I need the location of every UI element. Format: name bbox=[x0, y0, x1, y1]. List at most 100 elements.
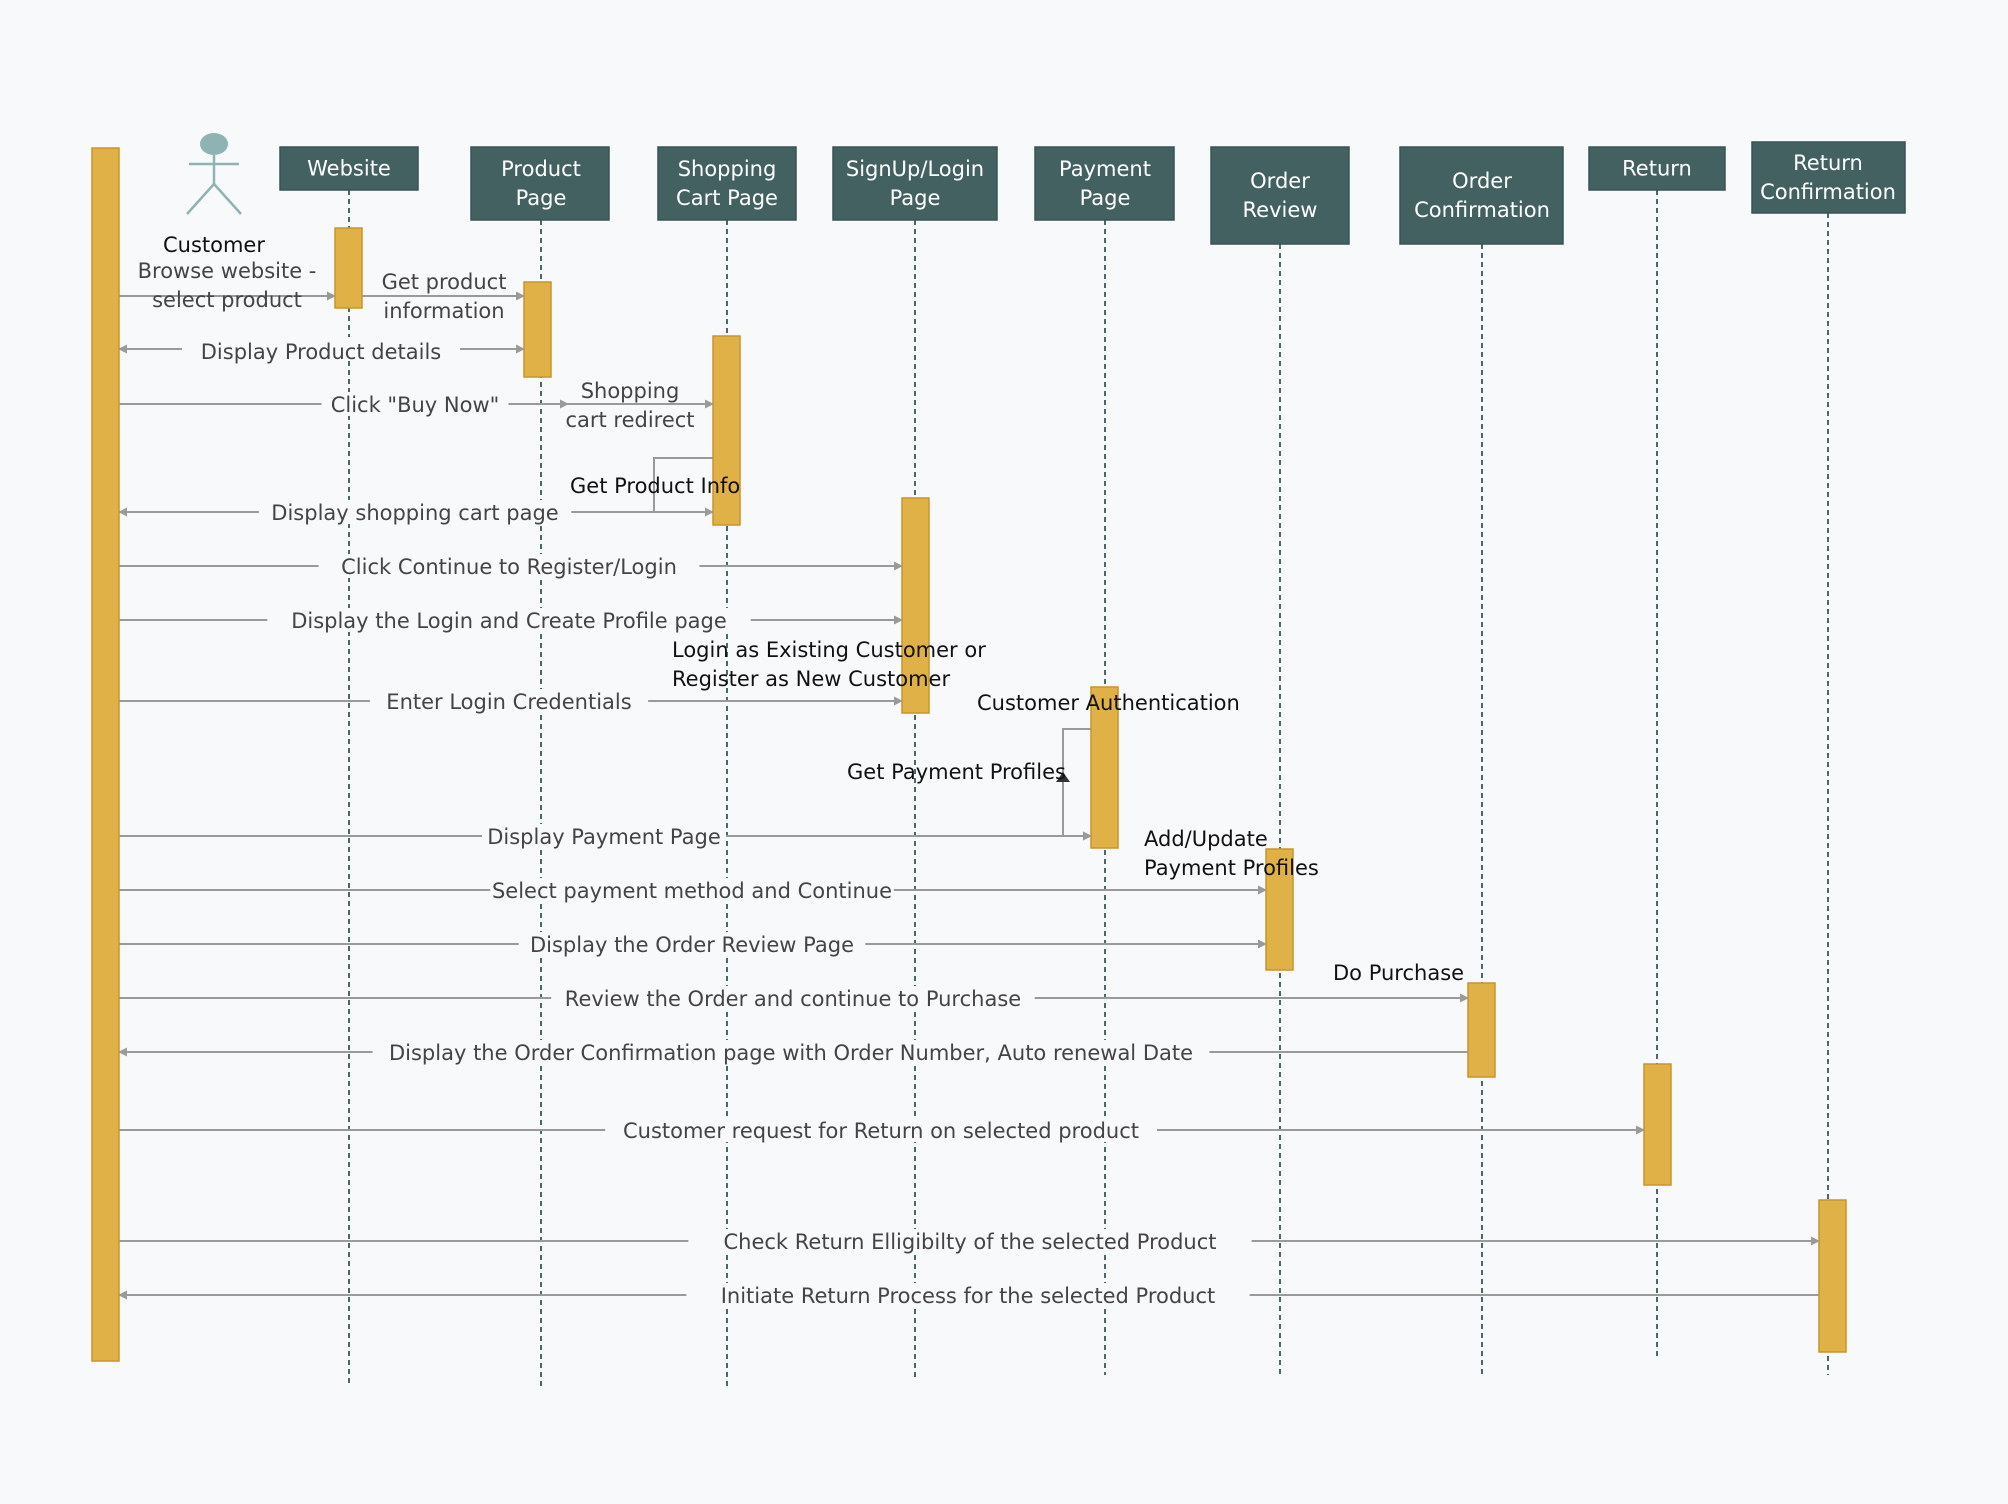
message-8: Display the Login and Create Profile pag… bbox=[119, 608, 903, 633]
message-label: Enter Login Credentials bbox=[386, 690, 631, 714]
message-4: Click "Buy Now" bbox=[119, 392, 569, 417]
note-1-line: Get Product Info bbox=[570, 474, 740, 498]
message-3: Display Product details bbox=[118, 337, 525, 364]
message-15: Customer request for Return on selected … bbox=[119, 1118, 1645, 1143]
message-label-line: cart redirect bbox=[565, 408, 694, 432]
stick-figure-icon bbox=[186, 133, 242, 215]
activation-bar-signup-login-page bbox=[901, 497, 930, 714]
message-label: Display the Order Review Page bbox=[530, 933, 854, 957]
message-11: Select payment method and Continue bbox=[119, 878, 1267, 903]
message-label: Display Payment Page bbox=[487, 825, 721, 849]
message-9: Enter Login Credentials bbox=[119, 689, 903, 714]
note-3-line: Customer Authentication bbox=[977, 691, 1240, 715]
message-6: Display shopping cart page bbox=[118, 500, 713, 525]
lifeline-header-label-line: Shopping bbox=[678, 157, 777, 181]
lifeline-header-box bbox=[1210, 146, 1350, 245]
activation-bar-order-confirmation bbox=[1467, 982, 1496, 1078]
lifeline-header-label-line: Return bbox=[1622, 157, 1692, 181]
lifeline-header-box bbox=[1751, 141, 1906, 214]
activation-bar-shopping-cart-page bbox=[712, 335, 741, 526]
note-5-line: Add/Update bbox=[1144, 827, 1268, 851]
actor-right-leg bbox=[213, 183, 242, 215]
message-label-line: Review the Order and continue to Purchas… bbox=[565, 987, 1021, 1011]
lifeline-header-return: Return bbox=[1588, 146, 1726, 191]
message-1: Browse website - select product bbox=[119, 259, 336, 312]
message-label-gap bbox=[369, 689, 649, 713]
message-label: Display Product details bbox=[201, 340, 441, 364]
lifeline-header-label-line: Order bbox=[1452, 169, 1512, 193]
message-label-line: Get product bbox=[382, 270, 507, 294]
message-label-gap bbox=[688, 1229, 1252, 1253]
note-4-line: Get Payment Profiles bbox=[847, 760, 1066, 784]
message-label-line: Customer request for Return on selected … bbox=[623, 1119, 1139, 1143]
note-1: Get Product Info bbox=[570, 474, 740, 498]
message-label-gap bbox=[181, 337, 461, 361]
lifeline-header-box bbox=[279, 146, 419, 191]
actor-name: Customer bbox=[163, 233, 265, 257]
message-label-gap bbox=[551, 986, 1035, 1010]
note-4: Get Payment Profiles bbox=[847, 760, 1066, 784]
lifeline-header-label-line: Return bbox=[1793, 151, 1863, 175]
message-label-line: Browse website - bbox=[138, 259, 317, 283]
message-label-line: Display the Order Review Page bbox=[530, 933, 854, 957]
customer-actor: Customer bbox=[163, 133, 265, 257]
message-label-gap bbox=[490, 878, 894, 902]
note-2-line: Register as New Customer bbox=[672, 667, 950, 691]
activation-bar-product-page bbox=[523, 281, 552, 378]
message-label-line: information bbox=[383, 299, 504, 323]
messages: Browse website - select product Get produc… bbox=[118, 259, 1820, 1308]
message-10: Display Payment Page bbox=[119, 824, 1092, 849]
lifeline-header-label: Website bbox=[307, 157, 391, 181]
message-label-line: Display Product details bbox=[201, 340, 441, 364]
actor-left-leg bbox=[186, 183, 215, 215]
self-call-get-product-info bbox=[653, 457, 714, 517]
message-label: Display shopping cart page bbox=[271, 501, 558, 525]
activation-bar-payment-page bbox=[1090, 686, 1119, 849]
message-label-line: select product bbox=[152, 288, 302, 312]
lifeline-header-label-line: SignUp/Login bbox=[846, 157, 984, 181]
message-label: Get product information bbox=[382, 270, 507, 323]
message-label-line: Enter Login Credentials bbox=[386, 690, 631, 714]
message-label-line: Initiate Return Process for the selected… bbox=[721, 1284, 1216, 1308]
lifeline-header-label-line: Order bbox=[1250, 169, 1310, 193]
message-label-line: Shopping bbox=[581, 379, 680, 403]
message-label-gap bbox=[482, 824, 726, 848]
lifeline-header-box bbox=[832, 146, 998, 221]
message-label-gap bbox=[267, 608, 751, 632]
message-label: Select payment method and Continue bbox=[492, 879, 892, 903]
message-label-gap bbox=[605, 1118, 1157, 1142]
activation-bar-order-review bbox=[1265, 848, 1294, 971]
get-payment-profiles-arrowhead bbox=[1056, 772, 1070, 782]
note-2: Login as Existing Customer or Register as… bbox=[672, 638, 986, 691]
lifeline-header-website: Website bbox=[279, 146, 419, 191]
message-label-line: Display shopping cart page bbox=[271, 501, 558, 525]
note-3: Customer Authentication bbox=[977, 691, 1240, 715]
message-label: Review the Order and continue to Purchas… bbox=[565, 987, 1021, 1011]
message-label: Customer request for Return on selected … bbox=[623, 1119, 1139, 1143]
lifeline-header-box bbox=[1399, 146, 1564, 245]
message-7: Click Continue to Register/Login bbox=[119, 554, 903, 579]
note-2-line: Login as Existing Customer or bbox=[672, 638, 986, 662]
note-5-line: Payment Profiles bbox=[1144, 856, 1319, 880]
lifeline-header-label-line: Payment bbox=[1059, 157, 1151, 181]
lifeline-header-label-line: Page bbox=[1080, 186, 1131, 210]
note-6: Do Purchase bbox=[1333, 961, 1464, 985]
actor-head bbox=[200, 133, 228, 155]
message-label-line: Display the Order Confirmation page with… bbox=[389, 1041, 1193, 1065]
message-16: Check Return Elligibilty of the selected… bbox=[119, 1229, 1820, 1254]
lifeline-header-label-line: Confirmation bbox=[1760, 180, 1896, 204]
lifeline-header-label-line: Product bbox=[501, 157, 581, 181]
message-label: Click "Buy Now" bbox=[331, 393, 500, 417]
message-label-line: Check Return Elligibilty of the selected… bbox=[723, 1230, 1216, 1254]
